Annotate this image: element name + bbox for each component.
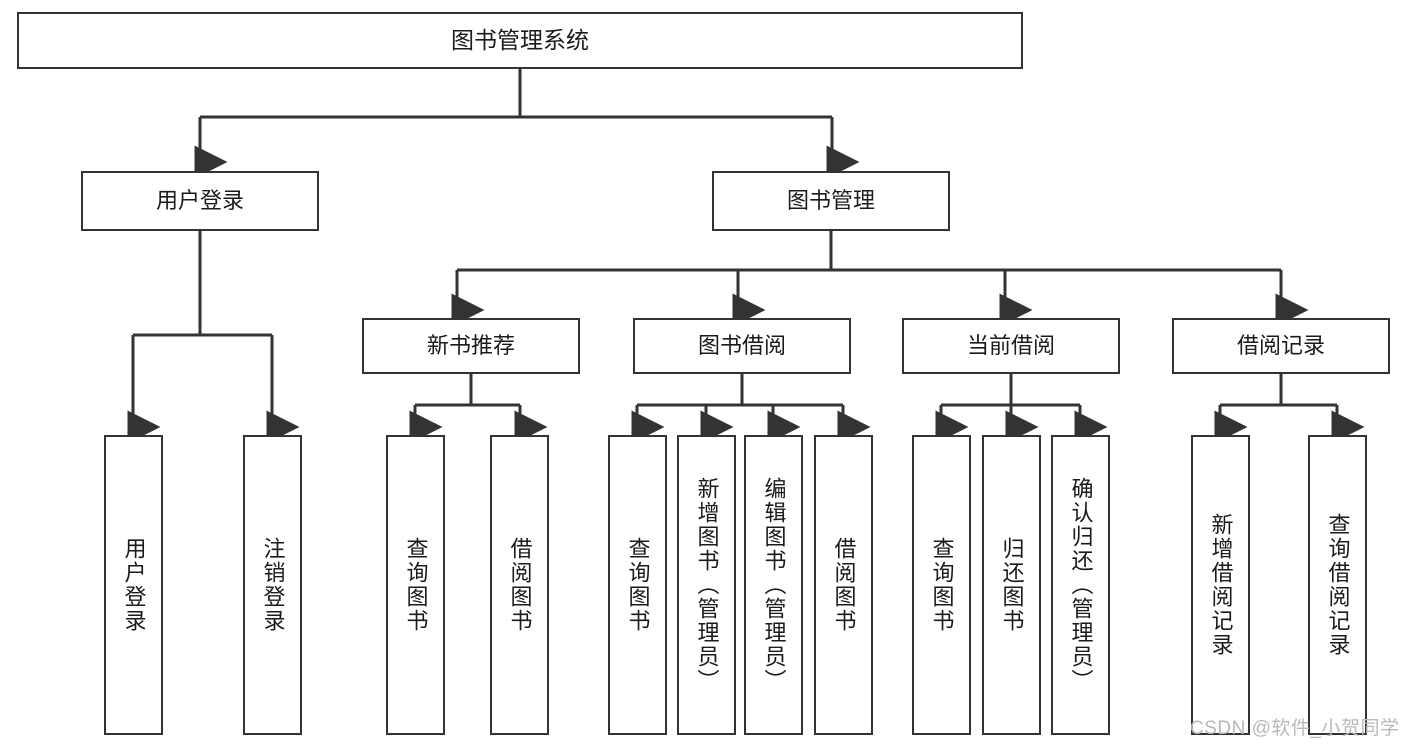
node-root[interactable]: 图书管理系统: [17, 12, 1023, 69]
node-leaf-borrow-book-1[interactable]: 借阅图书: [490, 435, 549, 735]
node-book-borrow-label: 图书借阅: [697, 333, 786, 359]
node-borrow-record[interactable]: 借阅记录: [1172, 318, 1390, 374]
node-user-login-label: 用户登录: [155, 188, 244, 214]
node-leaf-return-book-label: 归还图书: [999, 537, 1025, 633]
node-borrow-record-label: 借阅记录: [1236, 333, 1325, 359]
node-leaf-return-book[interactable]: 归还图书: [982, 435, 1041, 735]
node-new-book-recommend[interactable]: 新书推荐: [362, 318, 580, 374]
node-leaf-query-record-label: 查询借阅记录: [1325, 513, 1351, 657]
node-book-management[interactable]: 图书管理: [712, 171, 950, 231]
node-leaf-add-book[interactable]: 新增图书（管理员）: [677, 435, 736, 735]
node-leaf-add-record[interactable]: 新增借阅记录: [1191, 435, 1250, 735]
node-leaf-query-book-1[interactable]: 查询图书: [386, 435, 445, 735]
node-current-borrow-label: 当前借阅: [966, 333, 1055, 359]
node-leaf-user-login[interactable]: 用户登录: [104, 435, 163, 735]
node-leaf-user-login-label: 用户登录: [121, 537, 147, 633]
node-leaf-confirm-return-label: 确认归还（管理员）: [1068, 477, 1094, 693]
node-leaf-query-book-3-label: 查询图书: [929, 537, 955, 633]
node-leaf-query-book-3[interactable]: 查询图书: [912, 435, 971, 735]
node-leaf-query-record[interactable]: 查询借阅记录: [1308, 435, 1367, 735]
node-root-label: 图书管理系统: [451, 27, 589, 54]
node-leaf-borrow-book-1-label: 借阅图书: [507, 537, 533, 633]
node-book-borrow[interactable]: 图书借阅: [633, 318, 851, 374]
node-leaf-query-book-2-label: 查询图书: [625, 537, 651, 633]
node-leaf-add-record-label: 新增借阅记录: [1208, 513, 1234, 657]
node-leaf-logout[interactable]: 注销登录: [243, 435, 302, 735]
node-leaf-edit-book-label: 编辑图书（管理员）: [761, 477, 787, 693]
node-leaf-add-book-label: 新增图书（管理员）: [694, 477, 720, 693]
node-new-book-recommend-label: 新书推荐: [426, 333, 515, 359]
node-book-management-label: 图书管理: [786, 188, 875, 214]
node-leaf-confirm-return[interactable]: 确认归还（管理员）: [1051, 435, 1110, 735]
node-leaf-borrow-book-2[interactable]: 借阅图书: [814, 435, 873, 735]
node-current-borrow[interactable]: 当前借阅: [902, 318, 1120, 374]
node-user-login[interactable]: 用户登录: [81, 171, 319, 231]
watermark: CSDN @软件_小贺同学: [1190, 718, 1400, 739]
node-leaf-logout-label: 注销登录: [260, 537, 286, 633]
node-leaf-borrow-book-2-label: 借阅图书: [831, 537, 857, 633]
node-leaf-query-book-2[interactable]: 查询图书: [608, 435, 667, 735]
node-leaf-query-book-1-label: 查询图书: [403, 537, 429, 633]
node-leaf-edit-book[interactable]: 编辑图书（管理员）: [744, 435, 803, 735]
